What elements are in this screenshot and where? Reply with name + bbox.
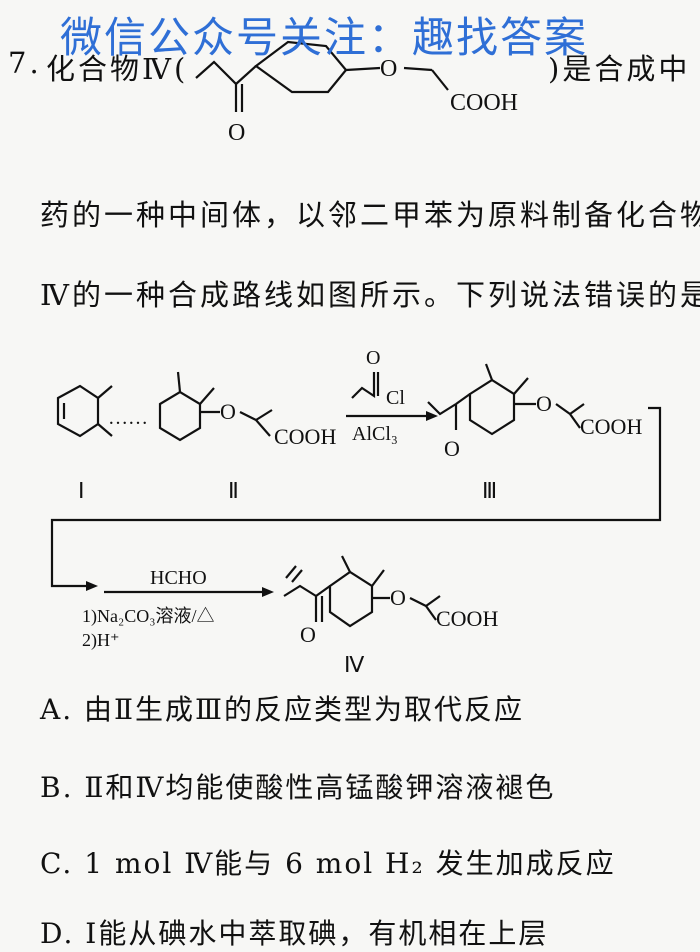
step2-condition-1: 1)Na₂CO₃溶液/△ xyxy=(82,606,215,627)
stem-ether-o: O xyxy=(380,56,397,82)
compound-i-structure xyxy=(56,384,113,438)
catalyst-label: AlCl₃ xyxy=(352,423,398,445)
ii-cooh: COOH xyxy=(274,424,336,449)
label-compound-iv: Ⅳ xyxy=(344,652,365,677)
step2-condition-2: 2)H⁺ xyxy=(82,630,120,651)
dots: …… xyxy=(108,407,148,429)
compound-iv-structure: O O COOH xyxy=(283,555,498,647)
label-compound-ii: Ⅱ xyxy=(228,478,239,503)
option-a: A. 由Ⅱ生成Ⅲ的反应类型为取代反应 xyxy=(40,693,525,726)
label-compound-i: Ⅰ xyxy=(78,478,85,503)
iii-ether-o: O xyxy=(536,391,552,416)
reagent-cl: Cl xyxy=(386,387,405,409)
question-stem-end: )是合成中 xyxy=(548,52,691,86)
watermark-text: 微信公众号关注：趣找答案 xyxy=(60,13,589,62)
label-compound-iii: Ⅲ xyxy=(482,478,497,503)
connector-line xyxy=(50,406,662,588)
stem-cooh: COOH xyxy=(450,90,518,116)
connector-arrowhead xyxy=(86,581,98,591)
reaction-arrow-2: HCHO 1)Na₂CO₃溶液/△ 2)H⁺ xyxy=(82,567,274,651)
compound-iii-structure: O O COOH xyxy=(427,363,642,461)
reagent-o: O xyxy=(366,347,380,369)
stem-ketone-o: O xyxy=(228,120,245,146)
question-number: 7. xyxy=(8,46,42,80)
compound-ii-structure: O COOH xyxy=(158,371,336,449)
stem-structure-iv: O O COOH xyxy=(195,40,518,146)
question-line-3: Ⅳ的一种合成路线如图所示。下列说法错误的是 xyxy=(40,278,700,312)
ii-ether-o: O xyxy=(220,399,236,424)
option-b: B. Ⅱ和Ⅳ均能使酸性高锰酸钾溶液褪色 xyxy=(40,771,556,804)
step2-reagent: HCHO xyxy=(150,567,207,589)
iii-ketone-o: O xyxy=(444,436,460,461)
iv-cooh: COOH xyxy=(436,606,498,631)
reaction-arrow-1: O Cl AlCl₃ xyxy=(346,347,438,445)
option-c: C. 1 mol Ⅳ能与 6 mol H₂ 发生加成反应 xyxy=(40,847,616,880)
option-d: D. Ⅰ能从碘水中萃取碘，有机相在上层 xyxy=(40,917,549,950)
iv-ether-o: O xyxy=(390,585,406,610)
question-stem-start: 化合物Ⅳ( xyxy=(46,52,189,86)
question-line-2: 药的一种中间体，以邻二甲苯为原料制备化合物 xyxy=(40,198,700,232)
iii-cooh: COOH xyxy=(580,414,642,439)
iv-ketone-o: O xyxy=(300,622,316,647)
